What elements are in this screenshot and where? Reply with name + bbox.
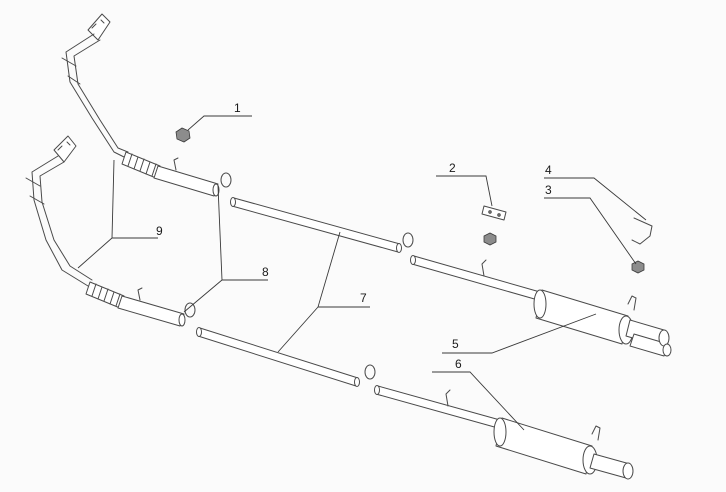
nut-part-3 (631, 260, 645, 274)
hanger-part-4 (631, 217, 653, 245)
callout-1: 1 (234, 101, 241, 115)
callout-5: 5 (452, 337, 459, 351)
upper-rear-pipe (410, 255, 541, 301)
lower-rear-clamp (364, 364, 376, 380)
upper-rear-clamp (402, 232, 414, 248)
lower-mid-pipe (196, 327, 360, 387)
lower-front-pipe (25, 135, 186, 327)
upper-tailpipes (625, 319, 672, 357)
upper-front-pipe (61, 13, 220, 197)
callout-4: 4 (545, 163, 552, 177)
upper-mid-pipe (230, 197, 402, 253)
callout-8: 8 (262, 265, 269, 279)
upper-clamp (220, 172, 232, 188)
callout-2: 2 (449, 161, 456, 175)
nut-part-1 (175, 127, 191, 143)
lower-tailpipe (589, 453, 634, 480)
upper-rear-muffler (533, 289, 637, 345)
bracket-part-2 (481, 205, 507, 246)
lower-rear-muffler (493, 417, 601, 475)
callout-9: 9 (156, 224, 163, 238)
callout-6: 6 (455, 357, 462, 371)
lower-rear-pipe (374, 385, 501, 429)
leader-lines (77, 115, 647, 431)
callout-7: 7 (360, 291, 367, 305)
lower-clamp (184, 302, 196, 318)
callout-3: 3 (545, 183, 552, 197)
